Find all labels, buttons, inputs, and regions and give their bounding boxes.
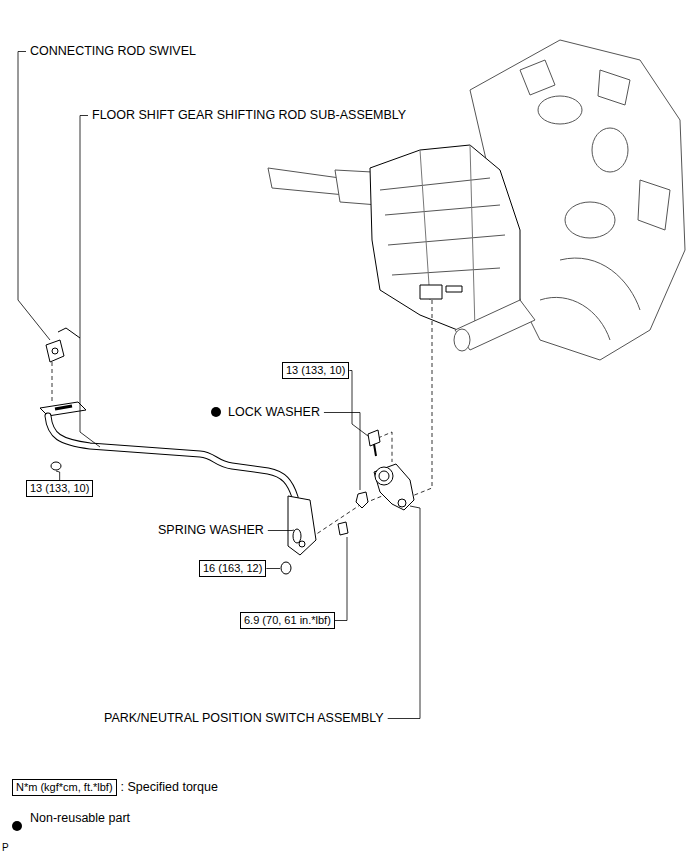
legend-text: Non-reusable part: [30, 811, 130, 826]
part-name: LOCK WASHER: [228, 405, 320, 420]
leader-line: [80, 116, 100, 448]
leader-line: [268, 530, 294, 532]
figure-code: P: [2, 840, 9, 854]
leader-line: [388, 506, 420, 719]
leader-line: [18, 52, 50, 341]
legend-dot-symbol: [12, 821, 22, 831]
leader-lines: [18, 52, 420, 719]
leader-line: [335, 537, 347, 621]
transmission-drawing: [268, 40, 685, 360]
torque-box: 13 (133, 10): [26, 480, 93, 497]
torque-value: 13 (133, 10): [30, 482, 89, 494]
torque-value: 6.9 (70, 61 in.*lbf): [244, 614, 331, 626]
part-name: PARK/NEUTRAL POSITION SWITCH ASSEMBLY: [104, 711, 384, 726]
torque-box: 13 (133, 10): [282, 362, 349, 379]
leader-line: [349, 371, 368, 437]
torque-value: N*m (kgf*cm, ft.*lbf): [16, 781, 113, 793]
leader-line: [56, 471, 60, 480]
part-name: CONNECTING ROD SWIVEL: [30, 44, 196, 59]
torque-value: 16 (163, 12): [203, 562, 262, 574]
swivel-drawing: [46, 328, 80, 362]
leader-line: [266, 568, 280, 569]
legend-sample-box: N*m (kgf*cm, ft.*lbf): [12, 779, 117, 796]
part-name: SPRING WASHER: [158, 523, 264, 538]
torque-value: 13 (133, 10): [286, 364, 345, 376]
leader-line: [324, 413, 360, 491]
part-name: FLOOR SHIFT GEAR SHIFTING ROD SUB-ASSEMB…: [92, 108, 406, 123]
torque-box: 16 (163, 12): [199, 560, 266, 577]
assembly-lines: [52, 300, 432, 545]
torque-box: 6.9 (70, 61 in.*lbf): [240, 612, 335, 629]
switch-drawing: [338, 430, 414, 535]
non-reusable-dot: [211, 407, 221, 417]
legend-text: : Specified torque: [121, 780, 218, 795]
